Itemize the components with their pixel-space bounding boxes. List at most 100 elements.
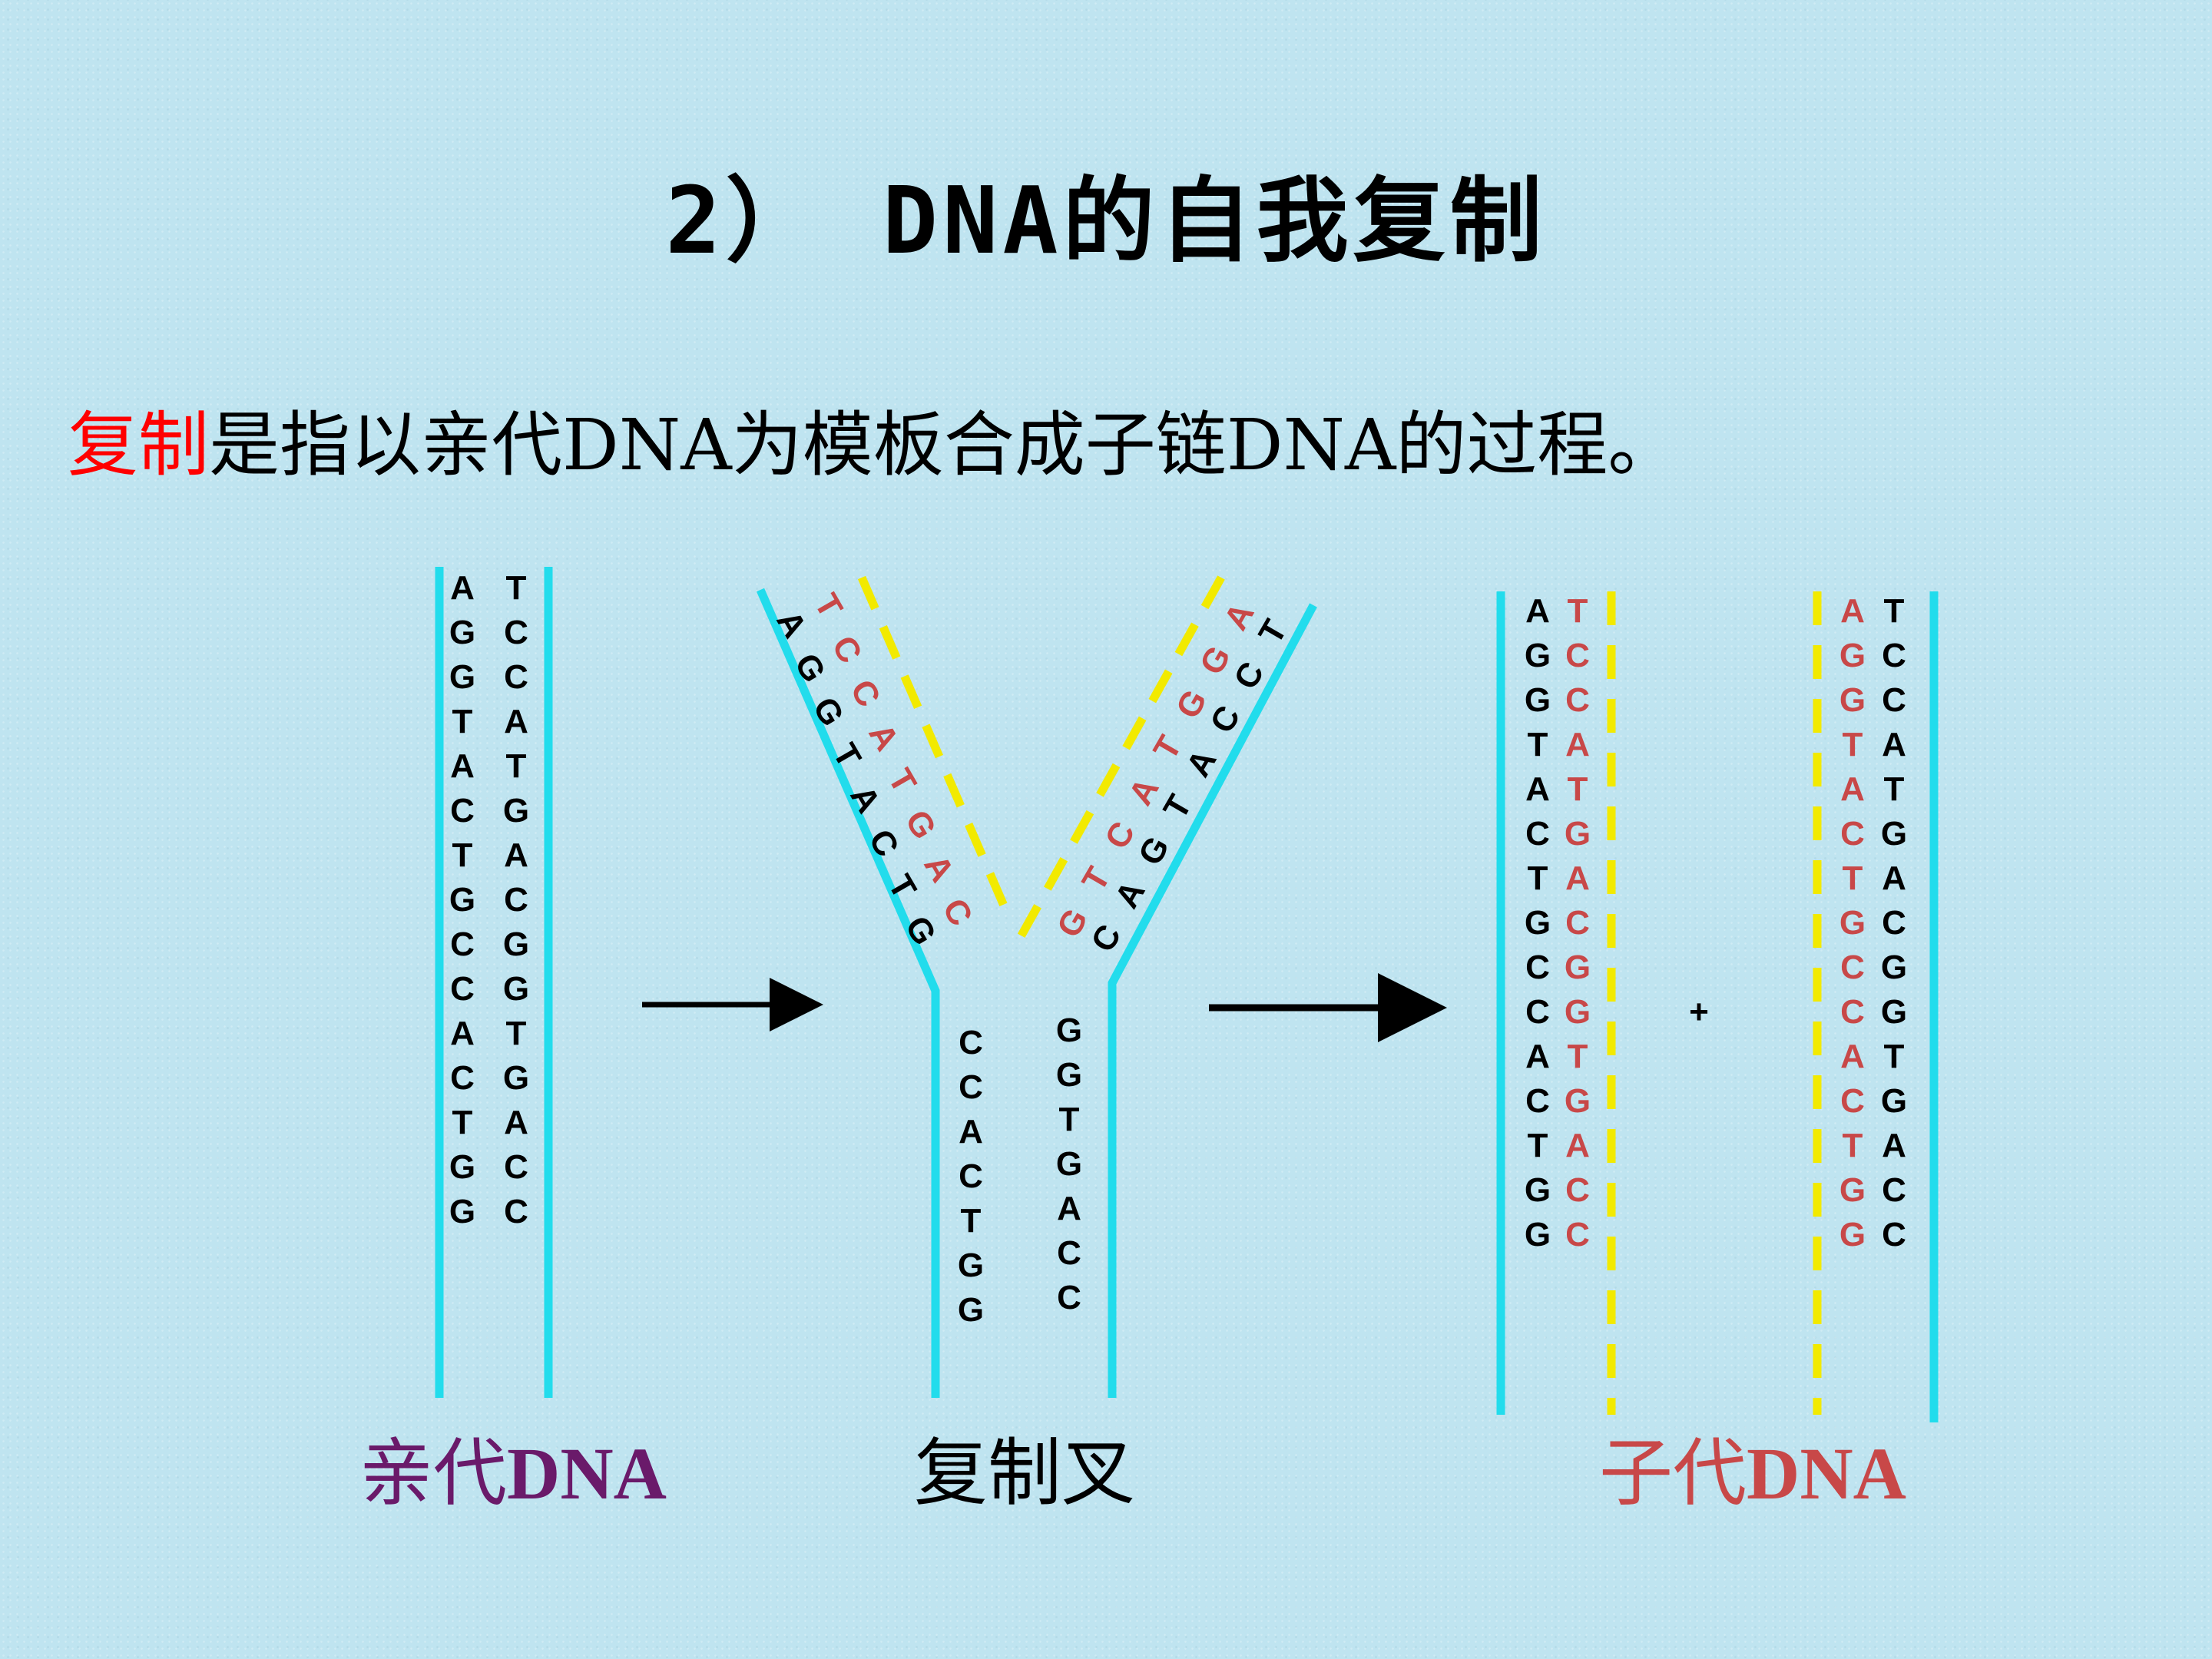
fork-left-old-base-1: G <box>787 647 833 689</box>
daughter1-old-base-9: C <box>1525 993 1550 1031</box>
daughter2-new-base-6: T <box>1843 859 1863 897</box>
fork-left-old-base-3: T <box>826 737 869 774</box>
parent-right-base-8: G <box>503 926 529 963</box>
daughter2-new-base-2: G <box>1839 681 1866 719</box>
daughter2-old-base-11: G <box>1881 1082 1907 1120</box>
daughter1-old-base-2: G <box>1525 681 1551 719</box>
daughter1-old-base-6: T <box>1528 859 1548 897</box>
daughter2-new-base-12: T <box>1843 1127 1863 1164</box>
daughter2-old-base-8: G <box>1881 949 1907 986</box>
parent-right-base-10: T <box>506 1015 527 1052</box>
parent-right-base-14: C <box>504 1193 528 1230</box>
parent-left-base-14: G <box>449 1193 475 1230</box>
daughter2-new-base-1: G <box>1839 637 1866 674</box>
fork-stem-left-base-5: G <box>958 1247 984 1284</box>
fork-left-new-base-6: A <box>916 849 961 889</box>
daughter1-old-base-7: G <box>1525 904 1551 942</box>
daughter1-new-base-4: T <box>1568 770 1588 808</box>
fork-stem-right-base-2: T <box>1059 1101 1080 1138</box>
parent-right-base-6: A <box>504 836 528 874</box>
daughter1-new-base-7: C <box>1565 904 1590 942</box>
fork-stem-left-base-4: T <box>961 1202 982 1240</box>
daughter1-old-base-8: C <box>1525 949 1550 986</box>
label-parent-cn: 亲代 <box>359 1430 507 1516</box>
fork-left-new-base-0: T <box>807 588 850 624</box>
fork-stem-right-base-0: G <box>1056 1012 1082 1049</box>
daughter1-new-base-9: G <box>1565 993 1591 1031</box>
parent-right-base-7: C <box>504 881 528 919</box>
daughter1-old-base-13: G <box>1525 1171 1551 1209</box>
daughter1-old-base-3: T <box>1528 726 1548 763</box>
fork-strand-right <box>1108 603 1317 1398</box>
parent-right-base-9: G <box>503 970 529 1008</box>
daughter1-new-base-11: G <box>1565 1082 1591 1120</box>
daughter1-old-base-10: A <box>1525 1038 1550 1075</box>
daughter2-old-base-10: T <box>1884 1038 1905 1075</box>
intro-sentence: 复制是指以亲代DNA为模板合成子链DNA的过程。 <box>68 388 1678 490</box>
fork-stem-right-base-6: C <box>1057 1279 1081 1316</box>
fork-stem-left-base-2: A <box>959 1113 983 1151</box>
fork-stem-right-base-5: C <box>1057 1234 1081 1272</box>
parent-left-base-1: G <box>449 614 475 651</box>
daughter1-old-base-1: G <box>1525 637 1551 674</box>
daughter2-new-base-10: A <box>1840 1038 1865 1075</box>
daughter1-old-base-0: A <box>1525 592 1550 630</box>
daughter1-new-base-14: C <box>1565 1216 1590 1253</box>
parent-left-base-10: A <box>450 1015 475 1052</box>
fork-left-new-base-4: T <box>881 763 924 800</box>
fork-bases: AGGTACTGTCCATGACAGGTACTGTCCATGACCCACTGGG… <box>769 588 1294 1329</box>
daughter2-old-base-4: T <box>1884 770 1905 808</box>
fork-stem-right-base-4: A <box>1057 1190 1081 1227</box>
parent-left-base-0: A <box>450 569 475 607</box>
plus-sign: + <box>1689 993 1709 1031</box>
fork-stem-left-base-1: C <box>959 1068 983 1106</box>
fork-stem-left-base-0: C <box>959 1024 983 1061</box>
daughter1-new-base-2: C <box>1565 681 1590 719</box>
intro-highlight: 复制 <box>68 404 210 486</box>
fork-new-strand-left <box>857 575 1011 913</box>
label-daughter-en: DNA <box>1747 1432 1906 1515</box>
daughter1-new-base-10: T <box>1568 1038 1588 1075</box>
daughter1-new-base-5: G <box>1565 815 1591 853</box>
parent-right-base-13: C <box>504 1148 528 1186</box>
parent-left-base-13: G <box>449 1148 475 1186</box>
daughter2-old-base-14: C <box>1882 1216 1906 1253</box>
parent-left-base-11: C <box>450 1059 475 1097</box>
daughter1-new-base-3: A <box>1565 726 1590 763</box>
fork-left-old-base-0: A <box>769 604 813 644</box>
daughter1-new-base-8: G <box>1565 949 1591 986</box>
fork-left-new-base-5: G <box>898 804 944 846</box>
daughter2-old-base-2: C <box>1882 681 1906 719</box>
daughter1-new-base-1: C <box>1565 637 1590 674</box>
label-parent-dna: 亲代DNA <box>359 1413 667 1520</box>
daughter2-new-base-4: A <box>1840 770 1865 808</box>
parent-right-base-3: A <box>504 703 528 740</box>
fork-left-new-base-7: C <box>935 892 979 932</box>
daughter2-old-base-5: G <box>1881 815 1907 853</box>
daughter2-old-base-3: A <box>1882 726 1906 763</box>
fork-new-strand-right <box>1012 575 1225 949</box>
fork-left-old-base-2: G <box>806 691 852 733</box>
daughter2-new-base-0: A <box>1840 592 1865 630</box>
fork-stem-left-base-6: G <box>958 1291 984 1329</box>
daughter1-old-base-14: G <box>1525 1216 1551 1253</box>
page-title: 2） DNA的自我复制 <box>665 168 1547 275</box>
daughter2-new-base-8: C <box>1840 949 1865 986</box>
daughter2-old-base-9: G <box>1881 993 1907 1031</box>
parent-left-base-6: T <box>452 836 473 874</box>
parent-right-base-4: T <box>506 747 527 785</box>
parent-left-base-12: T <box>452 1104 473 1141</box>
intro-rest: 是指以亲代DNA为模板合成子链DNA的过程。 <box>209 404 1679 486</box>
parent-right-base-2: C <box>504 658 528 696</box>
parent-right-base-1: C <box>504 614 528 651</box>
fork-right-old-base-4: T <box>1157 789 1200 826</box>
daughter1-old-base-5: C <box>1525 815 1550 853</box>
daughter2-new-base-7: G <box>1839 904 1866 942</box>
daughter2-new-base-5: C <box>1840 815 1865 853</box>
daughter1-new-base-6: A <box>1565 859 1590 897</box>
fork-stem-right-base-3: G <box>1056 1145 1082 1183</box>
